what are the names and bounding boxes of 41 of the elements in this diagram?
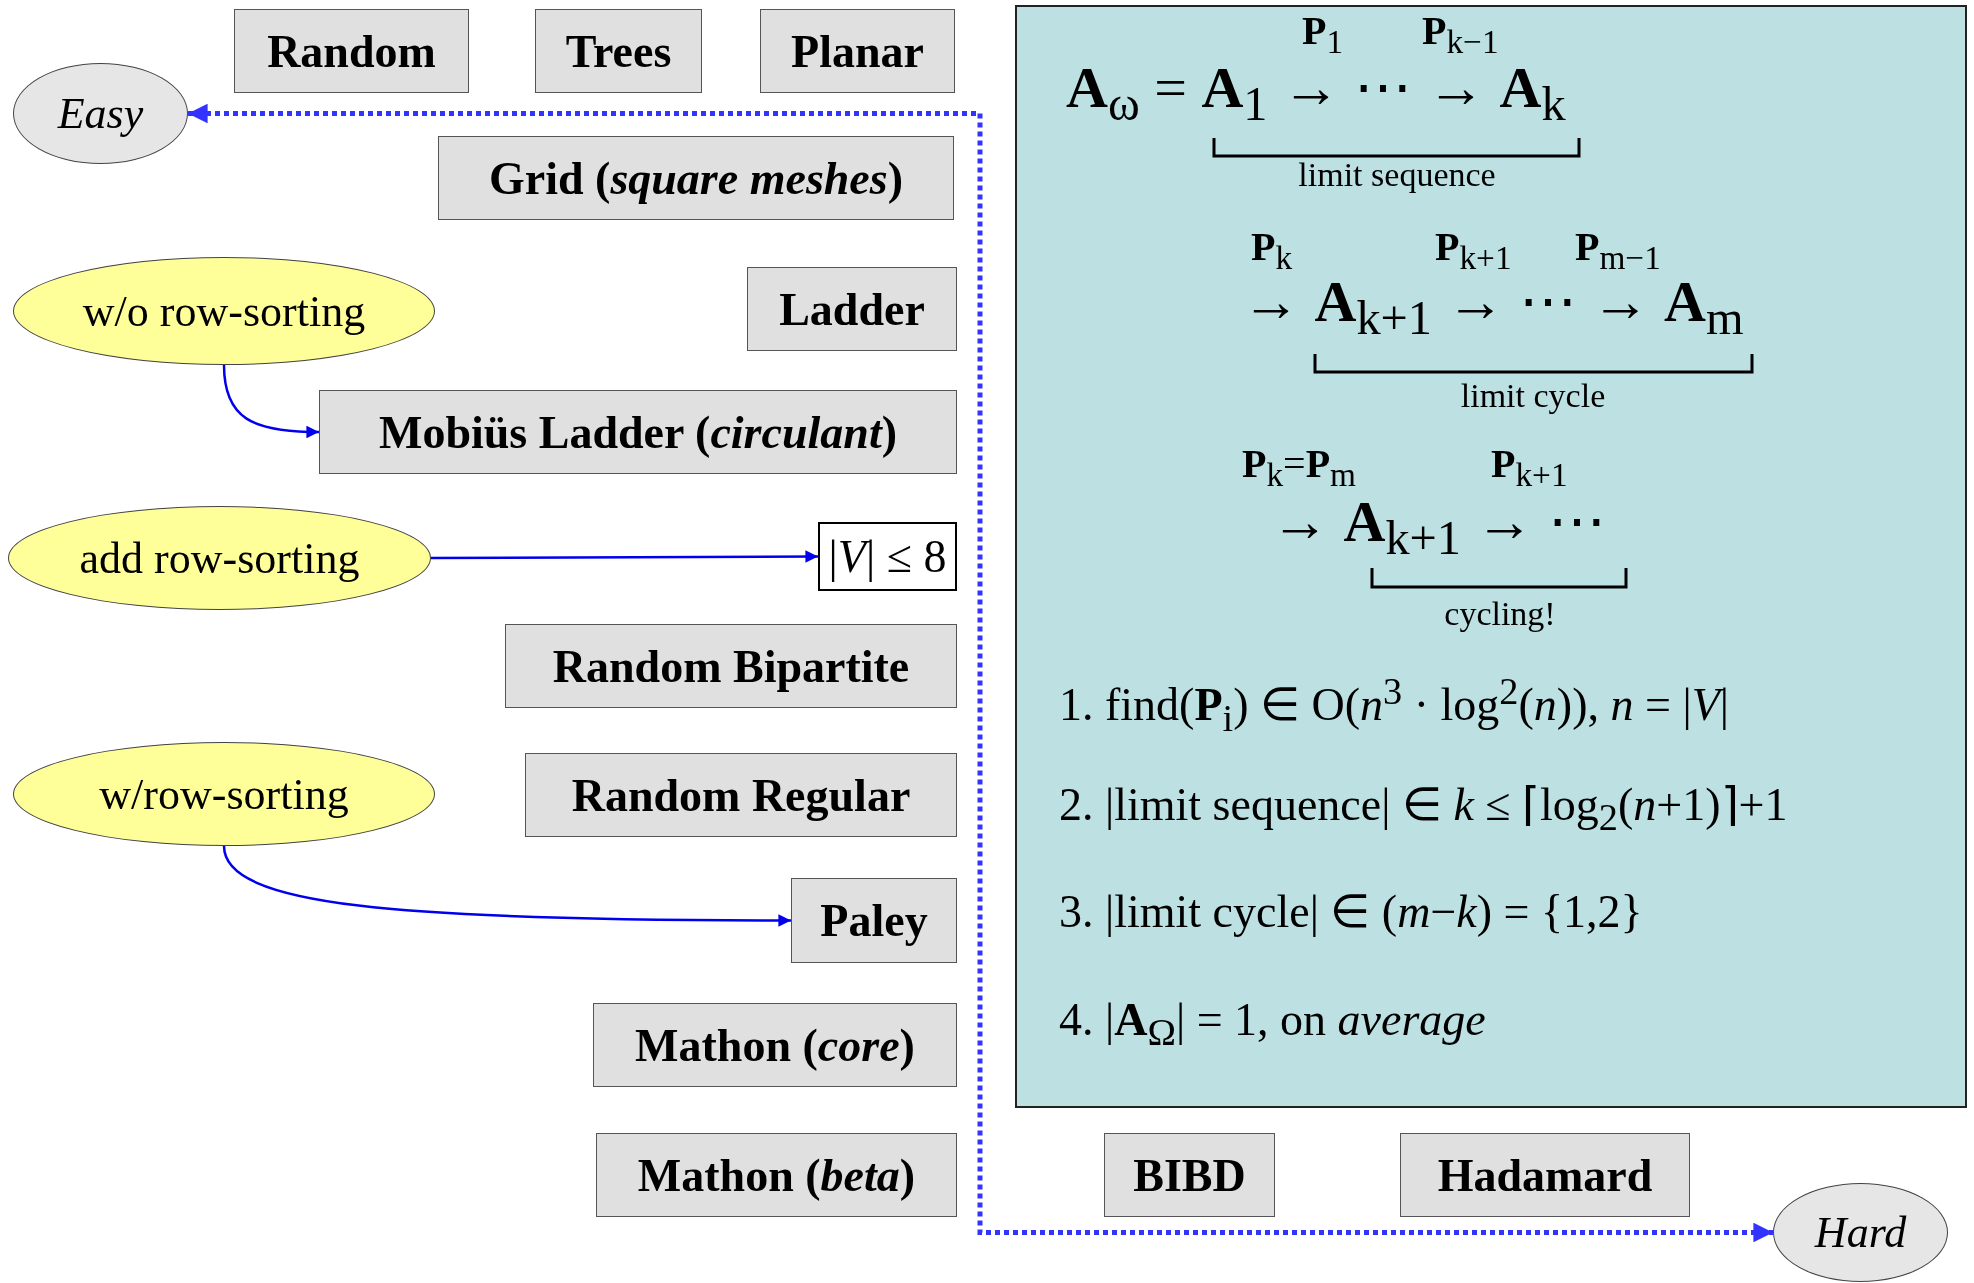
class-box: Random Bipartite: [505, 624, 957, 708]
formula-panel: [1015, 5, 1967, 1108]
bracket-label: limit cycle: [1460, 379, 1606, 413]
math-symbol: P$_{k+1}$: [1435, 227, 1512, 275]
math-symbol: P$_{m−1}$: [1575, 227, 1661, 275]
math-expression: A$_{ω}$ = A$_{1}$ → ⋯ → A$_{k}$: [1066, 59, 1566, 128]
class-box: Mathon (core): [593, 1003, 957, 1087]
numbered-statement: 2. |limit sequence| ∈ k ≤ ⌈log$_{2}$(n+1)⌉+1: [1059, 782, 1788, 837]
class-box: Paley: [791, 878, 957, 963]
ellipse-node: add row-sorting: [8, 506, 431, 610]
numbered-statement: 4. |A$_{Ω}$| = 1, on average: [1059, 997, 1486, 1052]
class-box: Random: [234, 9, 469, 93]
math-symbol: P$_{k}$=P$_{m}$: [1242, 444, 1357, 492]
ellipse-node: Hard: [1773, 1183, 1948, 1282]
arrow: [222, 845, 791, 927]
class-box: Grid (square meshes): [438, 136, 954, 220]
arrow: [431, 550, 818, 563]
math-symbol: P$_{k}$: [1251, 227, 1293, 275]
arrow: [222, 364, 320, 439]
ellipse-node: Easy: [13, 63, 188, 164]
math-expression: → A$_{k+1}$ → ⋯ → A$_{m}$: [1242, 273, 1744, 342]
math-symbol: P$_{1}$: [1302, 11, 1344, 59]
ellipse-node: w/o row-sorting: [13, 257, 435, 365]
dotted-arrow: [188, 103, 1773, 1243]
class-box: Ladder: [747, 267, 957, 351]
class-box: Trees: [535, 9, 702, 93]
class-box: Planar: [760, 9, 955, 93]
bracket-label: cycling!: [1444, 597, 1556, 631]
class-box: Mathon (beta): [596, 1133, 957, 1217]
math-symbol: P$_{k−1}$: [1422, 11, 1499, 59]
class-box: Random Regular: [525, 753, 957, 837]
math-symbol: P$_{k+1}$: [1491, 444, 1568, 492]
class-box: |V| ≤ 8: [818, 522, 957, 591]
numbered-statement: 3. |limit cycle| ∈ (m−k) = {1,2}: [1059, 889, 1643, 935]
ellipse-node: w/row-sorting: [13, 742, 435, 846]
class-box: BIBD: [1104, 1133, 1275, 1217]
math-expression: → A$_{k+1}$ → ⋯: [1271, 493, 1606, 562]
bracket-label: limit sequence: [1298, 158, 1496, 192]
class-box: Mobiüs Ladder (circulant): [319, 390, 957, 474]
numbered-statement: 1. find(P$_{i}$) ∈ O(n$^{3}$ · log$^{2}$(n)), n = |V|: [1059, 672, 1729, 737]
class-box: Hadamard: [1400, 1133, 1690, 1217]
